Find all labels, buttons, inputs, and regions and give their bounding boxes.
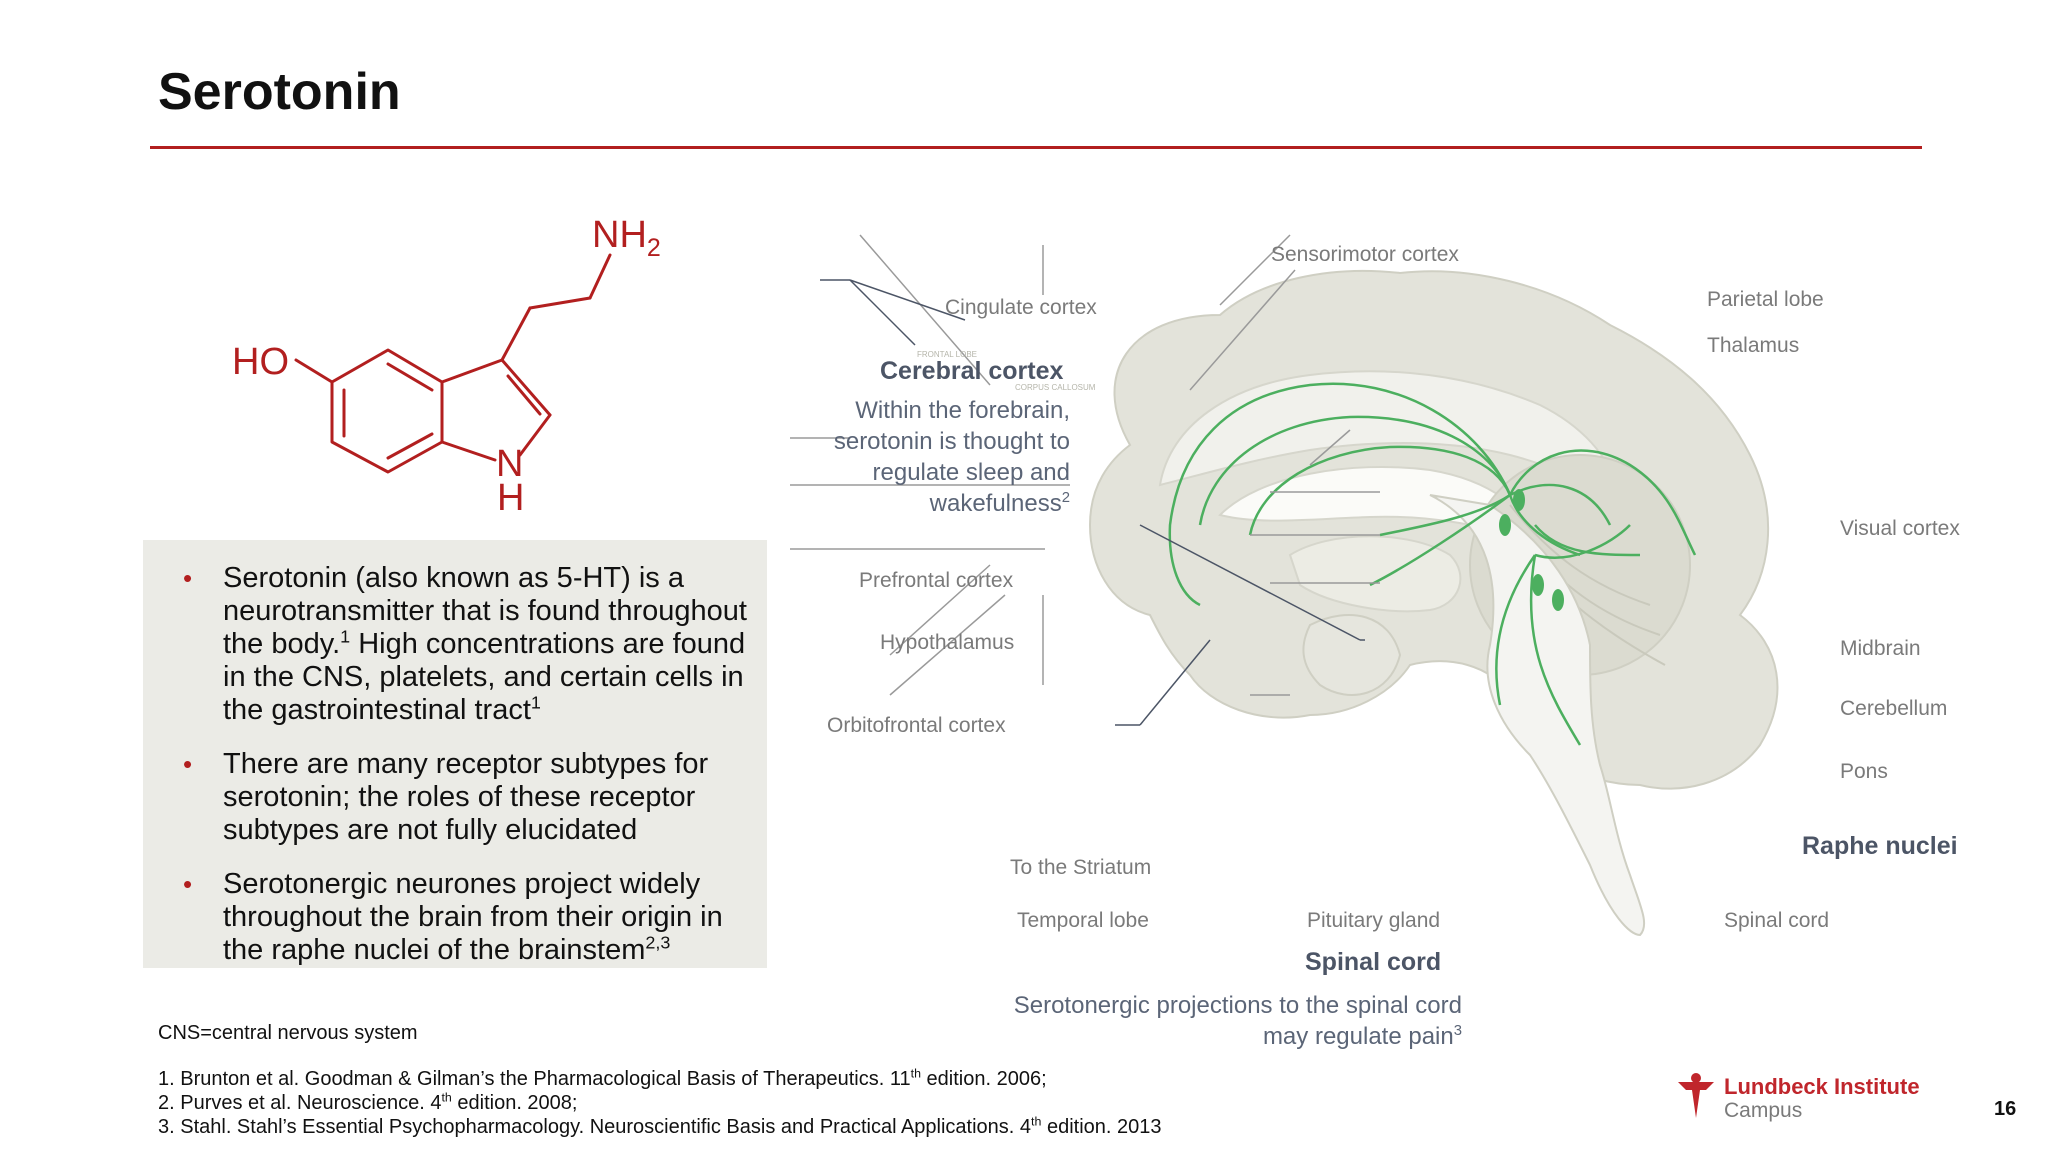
hydrogen-label: H (497, 477, 524, 519)
bullet-item: Serotonin (also known as 5-HT) is a neur… (183, 562, 747, 727)
callout-spinal-cord-title: Spinal cord (1305, 948, 1442, 976)
label-sensorimotor-cortex: Sensorimotor cortex (1271, 243, 1459, 266)
label-orbitofrontal-cortex: Orbitofrontal cortex (827, 714, 1006, 737)
brain-shape (1088, 269, 1779, 937)
label-thalamus: Thalamus (1707, 334, 1800, 357)
page-number: 16 (1994, 1098, 2017, 1120)
label-parietal-lobe: Parietal lobe (1707, 288, 1824, 311)
callout-raphe-nuclei-title: Raphe nuclei (1802, 832, 1958, 860)
reference-1: 1. Brunton et al. Goodman & Gilman’s the… (158, 1066, 1047, 1090)
callout-cerebral-cortex-text: Within the forebrain, serotonin is thoug… (833, 397, 1070, 517)
amine-label: NH2 (592, 214, 661, 262)
bullet-item: Serotonergic neurones project widely thr… (183, 868, 747, 967)
hydroxyl-bond (294, 358, 334, 384)
leader-lines (790, 234, 1380, 696)
callout-leaders (820, 279, 1365, 726)
reference-2: 2. Purves et al. Neuroscience. 4th editi… (158, 1090, 578, 1114)
lundbeck-logo-icon (1678, 1073, 1714, 1118)
logo-subtitle: Campus (1724, 1099, 1803, 1122)
title-underline (150, 146, 1922, 149)
abbreviation-note: CNS=central nervous system (158, 1022, 418, 1044)
bullet-box: Serotonin (also known as 5-HT) is a neur… (143, 540, 767, 968)
label-hypothalamus: Hypothalamus (880, 631, 1015, 654)
label-visual-cortex: Visual cortex (1840, 517, 1960, 540)
corpus-callosum-label: CORPUS CALLOSUM (1015, 383, 1096, 392)
side-chain (500, 306, 532, 362)
label-midbrain: Midbrain (1840, 637, 1921, 660)
label-pons: Pons (1840, 760, 1888, 783)
label-temporal-lobe: Temporal lobe (1017, 909, 1149, 932)
benzene-ring (330, 348, 444, 474)
nitrogen-label: N (496, 443, 523, 485)
frontal-lobe-label: FRONTAL LOBE (917, 350, 977, 359)
callout-cerebral-cortex-title: Cerebral cortex (880, 357, 1064, 385)
label-spinal-cord: Spinal cord (1724, 909, 1830, 932)
brain-diagram: FRONTAL LOBE CORPUS CALLOSUM (790, 234, 1779, 937)
pyrrole-bond (440, 358, 504, 384)
reference-3: 3. Stahl. Stahl’s Essential Psychopharma… (158, 1114, 1162, 1138)
label-prefrontal-cortex: Prefrontal cortex (859, 569, 1014, 592)
raphe-nuclei-dots (1499, 489, 1564, 611)
serotonin-structure-diagram: NH2 HO N H (232, 214, 661, 519)
callout-spinal-cord-text: Serotonergic projections to the spinal c… (1013, 992, 1462, 1050)
label-pituitary-gland: Pituitary gland (1307, 909, 1441, 932)
label-cingulate-cortex: Cingulate cortex (945, 296, 1097, 319)
label-cerebellum: Cerebellum (1840, 697, 1948, 720)
bullet-item: There are many receptor subtypes for ser… (183, 748, 747, 847)
slide-title: Serotonin (158, 63, 401, 121)
hydroxyl-label: HO (232, 341, 289, 383)
logo-name: Lundbeck Institute (1724, 1074, 1920, 1099)
label-to-the-striatum: To the Striatum (1010, 856, 1152, 879)
